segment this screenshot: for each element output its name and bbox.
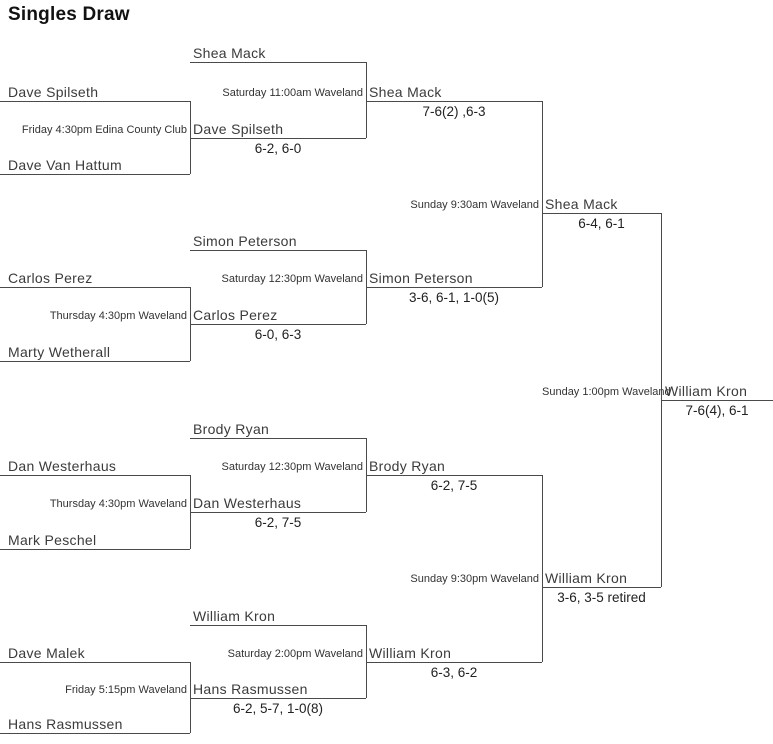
player-name: Dave Van Hattum bbox=[8, 157, 122, 173]
player-name: Shea Mack bbox=[369, 84, 442, 100]
bracket-line bbox=[0, 101, 190, 102]
bracket-line bbox=[0, 174, 190, 175]
bracket-line bbox=[190, 324, 366, 325]
match-score: 3-6, 6-1, 1-0(5) bbox=[408, 290, 500, 305]
player-name: Brody Ryan bbox=[369, 458, 446, 474]
bracket-line bbox=[542, 213, 661, 214]
match-schedule-label: Sunday 9:30am Waveland bbox=[410, 199, 539, 211]
player-name: Simon Peterson bbox=[193, 233, 297, 249]
bracket-line bbox=[542, 587, 661, 588]
match-schedule-label: Friday 4:30pm Edina County Club bbox=[21, 124, 187, 136]
player-name: William Kron bbox=[369, 645, 452, 661]
bracket-line bbox=[366, 475, 542, 476]
player-name: Hans Rasmussen bbox=[8, 716, 123, 732]
match-score: 6-4, 6-1 bbox=[578, 216, 625, 231]
player-name: Shea Mack bbox=[545, 196, 618, 212]
bracket-line bbox=[0, 733, 190, 734]
bracket-line bbox=[190, 698, 366, 699]
bracket-line bbox=[366, 101, 542, 102]
player-name: William Kron bbox=[545, 570, 628, 586]
player-name: Marty Wetherall bbox=[8, 344, 111, 360]
player-name: Dan Westerhaus bbox=[193, 495, 302, 511]
match-score: 6-0, 6-3 bbox=[254, 327, 302, 342]
bracket-connector bbox=[190, 662, 191, 733]
bracket-line bbox=[0, 361, 190, 362]
match-schedule-label: Saturday 12:30pm Waveland bbox=[221, 273, 363, 285]
bracket-line bbox=[366, 662, 542, 663]
bracket-connector bbox=[366, 62, 367, 138]
bracket-line bbox=[190, 62, 366, 63]
match-score: 7-6(2) ,6-3 bbox=[422, 104, 486, 119]
bracket-connector bbox=[366, 625, 367, 698]
player-name: William Kron bbox=[193, 608, 276, 624]
player-name: Dave Spilseth bbox=[8, 84, 99, 100]
player-name: William Kron bbox=[665, 383, 748, 399]
player-name: Carlos Perez bbox=[8, 270, 93, 286]
bracket-connector bbox=[542, 101, 543, 287]
match-score: 6-2, 7-5 bbox=[254, 515, 302, 530]
bracket-line bbox=[190, 138, 366, 139]
match-schedule-label: Friday 5:15pm Waveland bbox=[65, 684, 187, 696]
player-name: Dave Malek bbox=[8, 645, 85, 661]
bracket-line bbox=[366, 287, 542, 288]
match-schedule-label: Saturday 2:00pm Waveland bbox=[227, 648, 363, 660]
player-name: Carlos Perez bbox=[193, 307, 278, 323]
match-score: 6-2, 5-7, 1-0(8) bbox=[232, 701, 324, 716]
bracket-connector bbox=[542, 475, 543, 662]
player-name: Brody Ryan bbox=[193, 421, 270, 437]
match-schedule-label: Thursday 4:30pm Waveland bbox=[49, 310, 187, 322]
bracket-line bbox=[190, 512, 366, 513]
player-name: Mark Peschel bbox=[8, 532, 97, 548]
bracket-connector bbox=[190, 101, 191, 174]
match-schedule-label: Sunday 9:30pm Waveland bbox=[410, 573, 539, 585]
player-name: Hans Rasmussen bbox=[193, 681, 308, 697]
player-name: Dan Westerhaus bbox=[8, 458, 117, 474]
match-score: 6-3, 6-2 bbox=[430, 665, 478, 680]
match-schedule-label: Saturday 11:00am Waveland bbox=[222, 87, 363, 99]
match-schedule-label: Sunday 1:00pm Waveland bbox=[542, 386, 671, 398]
match-score: 6-2, 7-5 bbox=[430, 478, 478, 493]
bracket-line bbox=[190, 438, 366, 439]
player-name: Shea Mack bbox=[193, 45, 266, 61]
player-name: Dave Spilseth bbox=[193, 121, 284, 137]
bracket-line bbox=[0, 475, 190, 476]
bracket-line bbox=[0, 287, 190, 288]
bracket-line bbox=[0, 662, 190, 663]
bracket-line bbox=[190, 625, 366, 626]
match-schedule-label: Saturday 12:30pm Waveland bbox=[221, 461, 363, 473]
page-title: Singles Draw bbox=[8, 4, 130, 25]
bracket-line bbox=[0, 549, 190, 550]
match-score: 7-6(4), 6-1 bbox=[685, 403, 749, 418]
bracket-line bbox=[661, 400, 773, 401]
match-score: 6-2, 6-0 bbox=[254, 141, 302, 156]
match-schedule-label: Thursday 4:30pm Waveland bbox=[49, 498, 187, 510]
bracket-line bbox=[190, 250, 366, 251]
match-score: 3-6, 3-5 retired bbox=[557, 590, 646, 605]
player-name: Simon Peterson bbox=[369, 270, 473, 286]
